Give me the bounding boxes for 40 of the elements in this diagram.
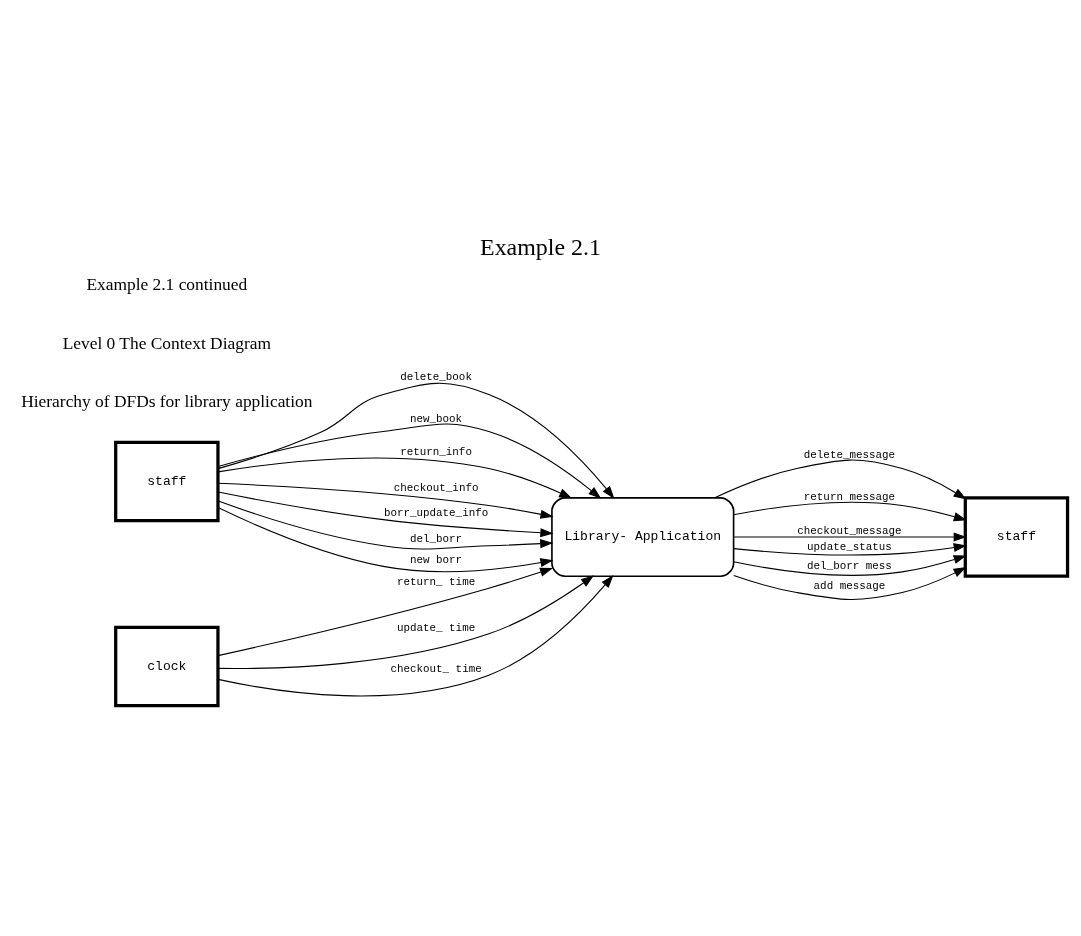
edge-label: return_ time — [396, 575, 476, 588]
label: Hierarchy of DFDs for library application — [21, 390, 313, 411]
node-box: clock — [114, 625, 220, 707]
arrow — [733, 501, 967, 521]
label: Level 0 The Context Diagram — [62, 332, 271, 353]
arrow — [733, 542, 967, 556]
edge-label: del_borr — [410, 532, 463, 545]
arrow — [733, 554, 967, 576]
arrow — [217, 422, 602, 499]
arrow — [217, 574, 595, 669]
edge-label: delete_message — [803, 448, 896, 461]
edge-label: new borr — [410, 553, 463, 566]
edge-label: del_borr mess — [807, 559, 892, 572]
arrow — [714, 459, 967, 499]
edge-label: add message — [813, 579, 886, 592]
arrow — [217, 482, 554, 519]
arrow — [217, 490, 554, 537]
edge-label: return message — [803, 490, 896, 503]
node-box: Library- Application — [551, 496, 735, 577]
edge-label: update_status — [807, 540, 892, 553]
arrow — [733, 566, 967, 600]
arrow — [217, 456, 573, 498]
arrow — [217, 506, 554, 572]
arrow — [733, 531, 967, 542]
arrow — [217, 500, 554, 550]
edge-label: borr_update_info — [383, 506, 489, 519]
edge-label: new_book — [410, 412, 463, 425]
edge-label: checkout_info — [393, 481, 479, 494]
arrow — [217, 574, 614, 696]
edge-label: return_info — [400, 445, 472, 458]
edge-label: checkout_ time — [390, 662, 482, 675]
arrow — [217, 382, 615, 499]
edge-label: delete_book — [400, 370, 472, 383]
edge-label: checkout_message — [797, 524, 902, 537]
node-box: staff — [963, 495, 1070, 578]
arrow — [217, 567, 554, 656]
diagram-title: Example 2.1 — [480, 233, 601, 260]
label: Example 2.1 continued — [86, 273, 248, 294]
node-box: staff — [114, 440, 220, 522]
edge-label: update_ time — [396, 621, 476, 634]
